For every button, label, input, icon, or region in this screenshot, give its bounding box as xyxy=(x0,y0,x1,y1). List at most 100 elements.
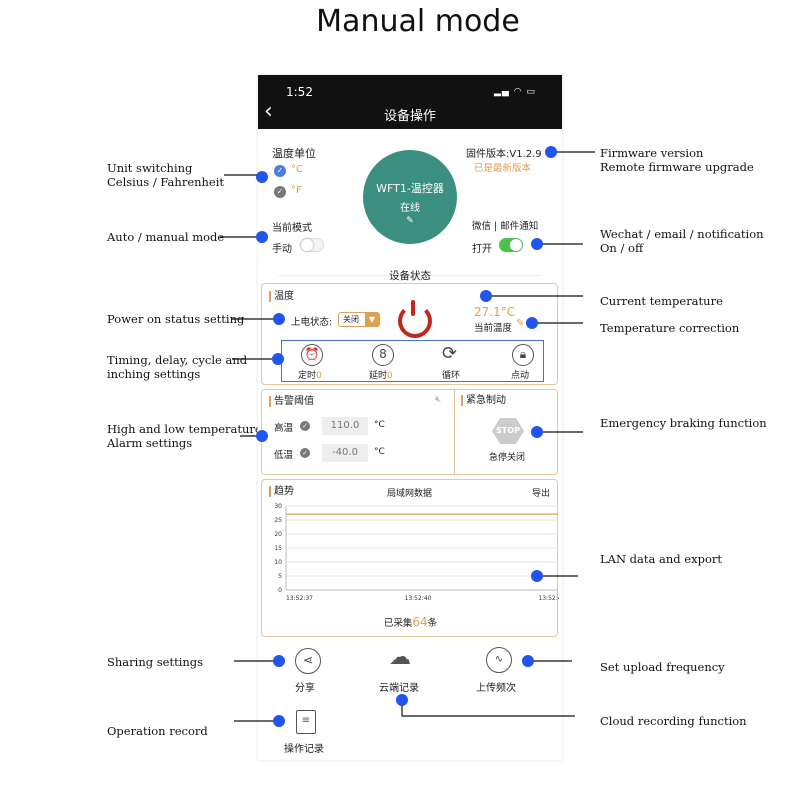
y-tick-label: 15 xyxy=(274,545,282,552)
cycle-icon[interactable]: ⟳ xyxy=(442,343,458,364)
low-check-icon[interactable]: ✓ xyxy=(300,448,310,458)
top-bar: 1:52 ▂▄ ◠ ▭ ‹ 设备操作 xyxy=(258,75,562,129)
annotation-sharing: Sharing settings xyxy=(107,655,204,669)
timer-count: 0 xyxy=(316,371,322,381)
lock-icon[interactable]: 🔒︎ xyxy=(512,344,534,366)
annotation-line: inching settings xyxy=(107,367,201,381)
high-unit: °C xyxy=(374,420,385,430)
fahrenheit-label: °F xyxy=(291,185,302,196)
cycle-label[interactable]: 循环 xyxy=(442,371,461,381)
annotation-line: On / off xyxy=(600,241,644,255)
x-tick-label: 13:52:40 xyxy=(405,595,432,602)
timer-button[interactable]: 定时0 xyxy=(298,368,322,381)
celsius-radio[interactable]: ✓ xyxy=(274,165,286,177)
annotation-line: Unit switching xyxy=(107,161,193,175)
y-tick-label: 10 xyxy=(274,559,282,566)
current-temp-label: 当前温度 xyxy=(474,323,513,334)
temp-section-title: 温度 xyxy=(269,291,294,302)
mute-icon[interactable]: 🔇︎ xyxy=(435,394,442,405)
stop-button[interactable]: STOP xyxy=(492,418,524,444)
annotation-current-temp: Current temperature xyxy=(600,294,723,308)
high-temp-input[interactable]: 110.0 xyxy=(322,417,368,435)
chevron-down-icon: ▼ xyxy=(365,313,379,326)
share-icon[interactable]: ⋖ xyxy=(295,648,321,674)
annotation-line: Remote firmware upgrade xyxy=(600,160,754,174)
mode-toggle[interactable] xyxy=(300,238,324,252)
collected-prefix: 已采集 xyxy=(383,618,413,629)
unit-label: 温度单位 xyxy=(272,147,316,160)
phone-screen: 1:52 ▂▄ ◠ ▭ ‹ 设备操作 温度单位 ✓ °C ✓ °F 当前模式 手… xyxy=(258,75,562,760)
status-title: 设备状态 xyxy=(389,270,431,282)
temperature-card: 温度 上电状态: 关闭▼ 27.1°C 当前温度 ✎ ⏰ 定时0 8 延时0 ⟳… xyxy=(261,283,558,385)
delay-label: 延时 xyxy=(369,371,388,381)
collected-count: 已采集64条 xyxy=(262,615,559,629)
annotation-power-on: Power on status setting xyxy=(107,312,245,326)
high-label: 高温 xyxy=(274,423,294,434)
notify-toggle[interactable] xyxy=(499,238,523,252)
alarm-section-title: 告警阈值 xyxy=(269,396,314,407)
notify-label: 微信 | 邮件通知 xyxy=(472,221,539,232)
delay-button[interactable]: 延时0 xyxy=(369,368,393,381)
mode-label: 当前模式 xyxy=(272,223,312,234)
share-button[interactable]: 分享 xyxy=(295,683,315,694)
annotation-line: Alarm settings xyxy=(107,436,193,450)
annotation-line: Timing, delay, cycle and xyxy=(107,353,248,367)
timer-label: 定时 xyxy=(298,371,317,381)
celsius-label: °C xyxy=(291,164,303,175)
delay-count: 0 xyxy=(387,371,393,381)
wave-icon[interactable]: ∿ xyxy=(486,647,512,673)
hourglass-icon[interactable]: 8 xyxy=(372,344,394,366)
alarm-clock-icon[interactable]: ⏰ xyxy=(301,344,323,366)
y-tick-label: 25 xyxy=(274,517,282,524)
device-circle[interactable]: WFT1-温控器 在线 ✎ xyxy=(363,150,457,244)
power-button[interactable] xyxy=(398,300,432,338)
annotation-cloud: Cloud recording function xyxy=(600,714,747,728)
export-button[interactable]: 导出 xyxy=(532,489,551,499)
power-on-select[interactable]: 关闭▼ xyxy=(338,312,380,327)
fahrenheit-radio[interactable]: ✓ xyxy=(274,186,286,198)
operation-record-button[interactable]: 操作记录 xyxy=(284,744,324,755)
lan-data-tab[interactable]: 局域网数据 xyxy=(387,489,433,499)
pencil-icon[interactable]: ✎ xyxy=(516,318,525,329)
device-status: 在线 xyxy=(400,203,420,214)
annotation-line: High and low temperature xyxy=(107,422,262,436)
collected-number: 64 xyxy=(412,615,428,629)
edit-icon[interactable]: ✎ xyxy=(406,216,414,226)
power-icon xyxy=(411,300,415,316)
annotation-emergency: Emergency braking function xyxy=(600,416,767,430)
signal-wifi-battery-icon: ▂▄ ◠ ▭ xyxy=(494,87,536,97)
x-tick-label: 13:52:37 xyxy=(286,595,313,602)
annotation-line: Celsius / Fahrenheit xyxy=(107,175,225,189)
mode-value: 手动 xyxy=(272,244,292,255)
y-tick-label: 30 xyxy=(274,503,282,510)
page-title: Manual mode xyxy=(316,4,520,39)
firmware-status[interactable]: 已是最新版本 xyxy=(474,163,532,174)
y-tick-label: 0 xyxy=(278,587,282,594)
current-temp: 27.1°C xyxy=(474,305,516,319)
device-name: WFT1-温控器 xyxy=(376,182,444,195)
power-on-label: 上电状态: xyxy=(291,317,333,328)
inching-label[interactable]: 点动 xyxy=(511,371,530,381)
high-check-icon[interactable]: ✓ xyxy=(300,421,310,431)
low-temp-input[interactable]: -40.0 xyxy=(322,444,368,462)
status-time: 1:52 xyxy=(286,85,313,99)
cloud-record-button[interactable]: 云端记录 xyxy=(379,683,419,694)
cloud-icon[interactable]: ☁︎ xyxy=(389,645,411,670)
low-label: 低温 xyxy=(274,450,294,461)
document-icon[interactable]: ≡ xyxy=(296,710,316,734)
low-unit: °C xyxy=(374,447,385,457)
y-tick-label: 5 xyxy=(278,573,282,580)
emergency-label: 急停关闭 xyxy=(489,453,526,463)
annotation-line: Wechat / email / notification xyxy=(600,227,764,241)
upload-frequency-button[interactable]: 上传频次 xyxy=(476,683,516,694)
y-tick-label: 20 xyxy=(274,531,282,538)
annotation-lan: LAN data and export xyxy=(600,552,722,566)
collected-suffix: 条 xyxy=(427,618,438,629)
back-button[interactable]: ‹ xyxy=(264,99,273,124)
